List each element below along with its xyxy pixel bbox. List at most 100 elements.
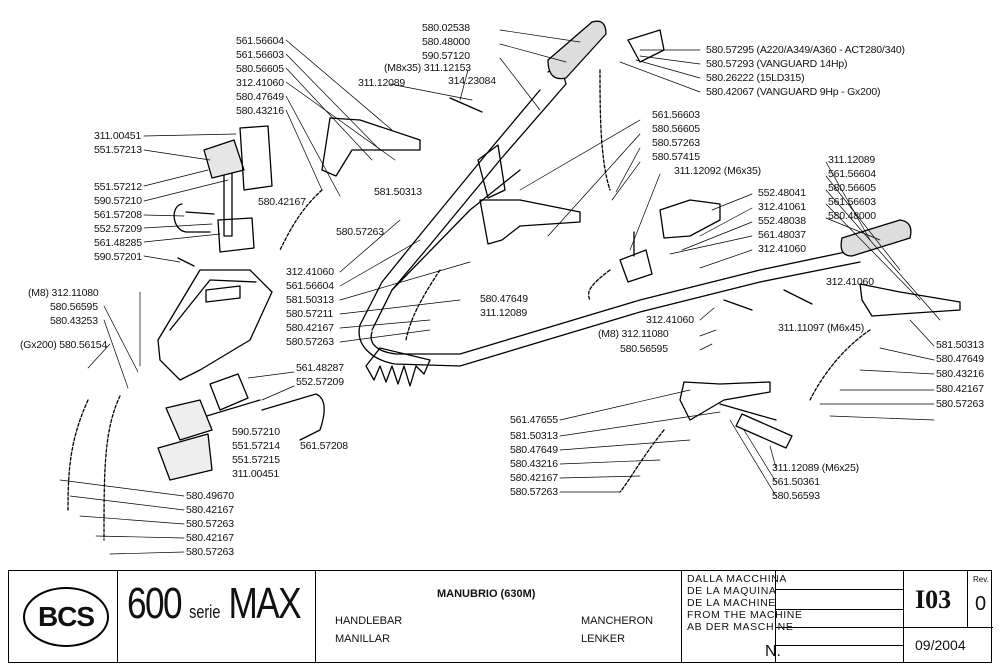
part-label: 580.56595 [620,343,668,355]
part-label: 580.57295 (A220/A349/A360 - ACT280/340) [706,44,905,56]
part-label: 580.57263 [510,486,558,498]
part-label: 580.47649 [510,444,558,456]
part-label: 312.41060 [758,243,806,255]
part-label: 580.57263 [286,336,334,348]
title-italian: MANUBRIO (630M) [437,588,536,600]
part-label: 580.57263 [936,398,984,410]
part-label: 311.00451 [232,468,280,480]
part-label: 580.57263 [652,137,700,149]
part-label: 581.50313 [510,430,558,442]
part-label: 580.57263 [186,546,234,558]
part-label: 580.56595 [50,301,98,313]
part-label: 551.57213 [94,144,142,156]
part-label: 590.57201 [94,251,142,263]
part-label: 581.50313 [936,339,984,351]
part-label: 561.47655 [510,414,558,426]
part-label: 552.48041 [758,187,806,199]
part-label: 580.57263 [186,518,234,530]
sheet-code: I03 [915,585,952,614]
gearbox-cover [157,269,273,381]
part-label: 580.43216 [236,105,284,117]
title-english: HANDLEBAR [335,615,403,627]
part-label: 561.56603 [236,49,284,61]
part-label: 581.50313 [374,186,422,198]
part-label: 580.42067 (VANGUARD 9Hp - Gx200) [706,86,881,98]
part-label: 580.56593 [772,490,820,502]
part-label: 311.12092 (M6x35) [674,165,761,177]
part-label: 580.48000 [422,36,470,48]
handlebar-tube-lower [358,261,861,367]
from-machine-3: DE LA MACHINE [687,597,776,609]
from-machine-4: FROM THE MACHINE [687,609,803,621]
part-label: (M8) 312.11080 [598,328,669,340]
part-label: 580.42167 [510,472,558,484]
part-label: 561.56604 [286,280,334,292]
part-label: 580.43216 [510,458,558,470]
part-label: 312.41060 [236,77,284,89]
title-german: LENKER [581,633,626,645]
part-label: 580.43253 [50,315,98,327]
part-label: 580.56605 [652,123,700,135]
revision-value: 0 [975,593,987,615]
serial-number-label: N. [765,643,781,660]
part-label: 312.41061 [758,201,806,213]
part-label: 590.57210 [94,195,142,207]
part-label: 580.57211 [286,308,334,320]
part-label: 580.42167 [186,532,234,544]
part-label: 552.48038 [758,215,806,227]
part-label: 311.12089 [358,77,406,89]
part-label: 314.23084 [448,75,496,87]
part-label: 561.57208 [300,440,348,452]
part-label: 580.48000 [828,210,876,222]
part-label: (M8x35) 311.12153 [384,62,471,74]
part-label: 311.12089 [828,154,876,166]
part-label: 580.57293 (VANGUARD 14Hp) [706,58,848,70]
part-label: (M8) 312.11080 [28,287,99,299]
from-machine-1: DALLA MACCHINA [687,573,788,585]
part-label: (Gx200) 580.56154 [20,339,108,351]
part-label: 580.02538 [422,22,470,34]
part-label: 561.56603 [652,109,700,121]
part-label: 590.57120 [422,50,470,62]
title-block: BCS 600 serie MAX MANUBRIO (630M) HANDLE… [8,570,993,663]
from-machine-2: DE LA MAQUINA [687,585,777,597]
part-label: 561.56604 [236,35,284,47]
model-name: 600 serie MAX [127,579,302,628]
part-label: 580.47649 [236,91,284,103]
part-label: 580.56605 [236,63,284,75]
part-label: 580.47649 [936,353,984,365]
part-label: 561.56604 [828,168,876,180]
part-label: 551.57214 [232,440,280,452]
part-label: 581.50313 [286,294,334,306]
part-label: 561.56603 [828,196,876,208]
part-label: 561.57208 [94,209,142,221]
serrated-plate [365,347,431,387]
part-label: 580.42167 [286,322,334,334]
part-label: 580.26222 (15LD315) [706,72,805,84]
part-label: 311.12089 [480,307,528,319]
top-grip [547,20,607,80]
part-label: 580.56605 [828,182,876,194]
part-label: 580.42167 [186,504,234,516]
part-label: 561.48287 [296,362,344,374]
part-label: 580.49670 [186,490,234,502]
revision-label: Rev. [973,575,989,584]
part-label: 561.48285 [94,237,142,249]
part-label: 312.41060 [826,276,874,288]
date: 09/2004 [915,637,966,653]
handlebar-tube-upper-inner [359,89,541,326]
part-label: 552.57209 [296,376,344,388]
part-label: 580.47649 [480,293,528,305]
part-label: 580.57415 [652,151,700,163]
part-label: 311.00451 [94,130,142,142]
part-label: 561.48037 [758,229,806,241]
part-label: 312.41060 [646,314,694,326]
part-label: 561.50361 [772,476,820,488]
part-label: 551.57215 [232,454,280,466]
part-label: 551.57212 [94,181,142,193]
from-machine-5: AB DER MASCHINE [687,621,794,633]
bcs-logo: BCS [23,587,109,647]
part-label: 580.42167 [936,383,984,395]
part-label: 552.57209 [94,223,142,235]
